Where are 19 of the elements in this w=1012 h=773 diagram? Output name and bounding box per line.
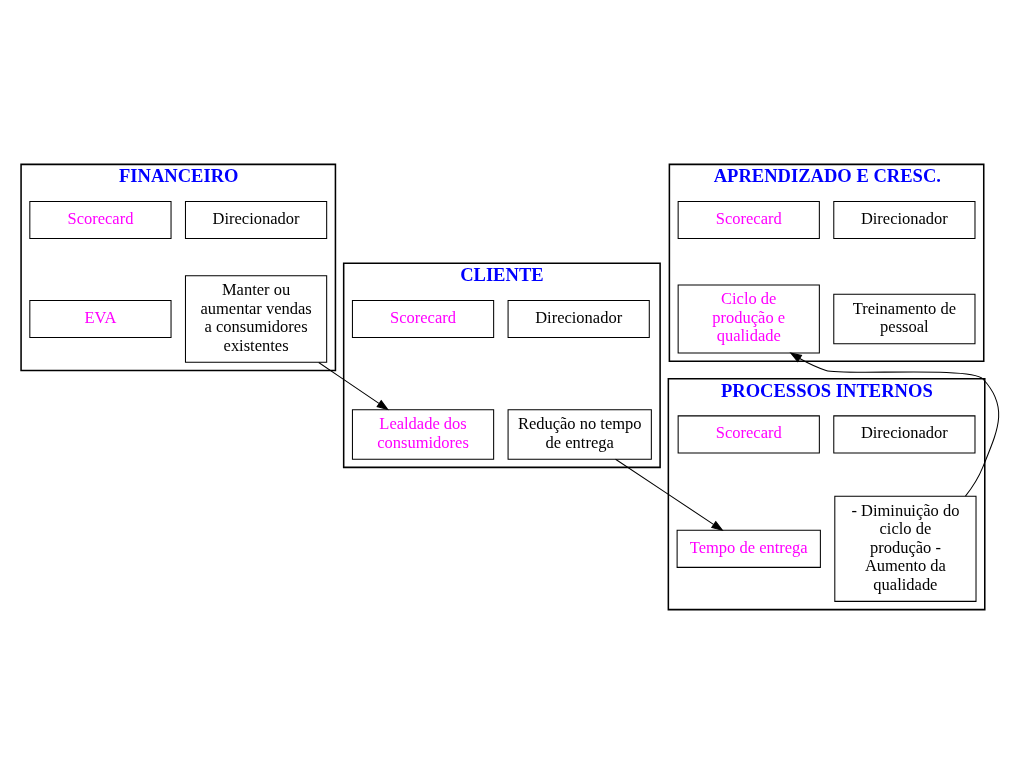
node-box: Direcionador (507, 299, 650, 338)
node-box: Scorecard (351, 299, 495, 338)
arrow (318, 361, 389, 410)
node-box: Scorecard (29, 200, 172, 239)
node-box: Ciclo de produção e qualidade (677, 283, 820, 353)
arrow (615, 458, 724, 531)
node-box: - Diminuição do ciclo de produção - Aumento da qualidade (834, 495, 977, 602)
node-box: Direcionador (833, 200, 976, 239)
arrow (789, 351, 1000, 497)
node-box: Tempo de entrega (676, 529, 821, 568)
node-box: Scorecard (677, 414, 820, 453)
node-box: Direcionador (833, 414, 976, 453)
node-box: Lealdade dos consumidores (351, 408, 495, 460)
node-box: EVA (29, 299, 172, 338)
node-box: Treinamento de pessoal (833, 293, 976, 344)
node-box: Scorecard (677, 200, 820, 239)
node-box: Direcionador (184, 200, 328, 239)
node-box: Manter ou aumentar vendas a consumidores existentes (184, 274, 328, 363)
node-box: Redução no tempo de entrega (507, 408, 652, 460)
